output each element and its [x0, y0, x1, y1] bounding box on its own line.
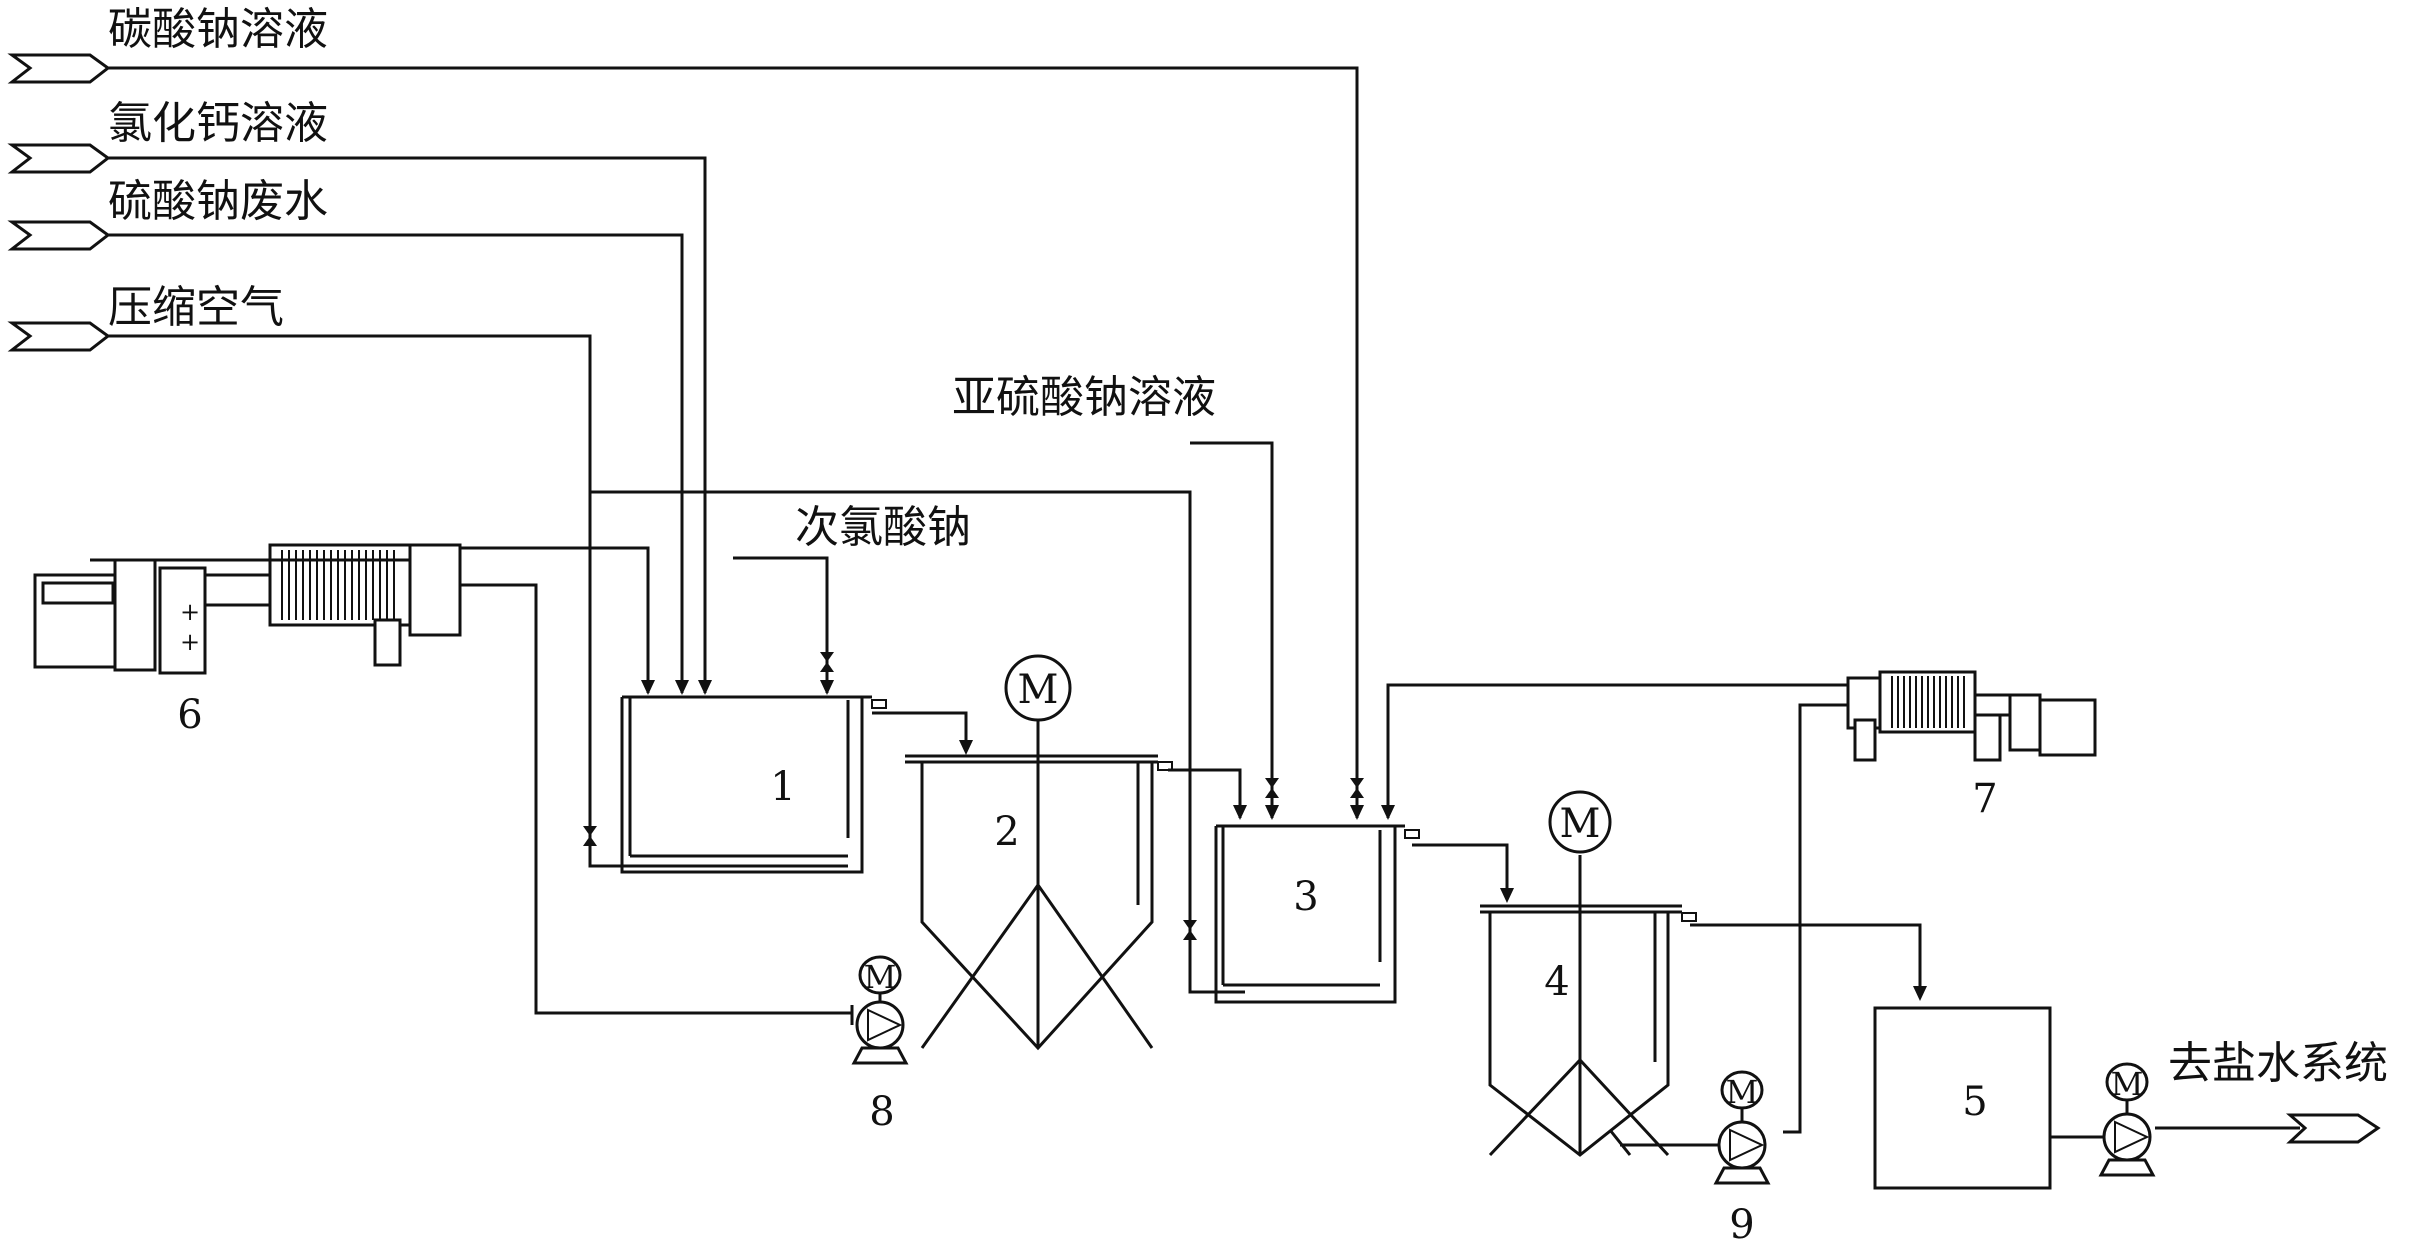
feed-arrow-sodium-sulfate	[7, 220, 111, 251]
svg-text:M: M	[1726, 1073, 1759, 1111]
pipe-reactor2-to-tank3	[1168, 768, 1242, 818]
pipe-pump9-to-filter7	[1783, 703, 1848, 1134]
motor-pump-9: M	[1720, 1070, 1764, 1111]
outlet-stub	[1608, 1129, 1632, 1156]
motor-pump-8: M	[858, 955, 902, 996]
arrow-head	[698, 680, 712, 695]
label-calcium-chloride: 氯化钙溶液	[108, 98, 328, 149]
label-reactor-2: 2	[994, 809, 1019, 855]
label-compressed-air: 压缩空气	[108, 282, 284, 333]
arrow-head	[1265, 805, 1279, 820]
svg-text:M: M	[864, 958, 897, 996]
pipe-sodium-sulfite	[1190, 441, 1274, 818]
pump-9[interactable]	[1713, 1105, 1771, 1185]
valve-icon[interactable]	[1265, 778, 1279, 798]
pipe-calcium-chloride	[108, 156, 707, 693]
svg-text:M: M	[1560, 801, 1601, 847]
pipe-filter7-return	[1386, 683, 1848, 818]
tank-5[interactable]	[1873, 1006, 2052, 1190]
arrow-head	[1350, 805, 1364, 820]
svg-text:+: +	[180, 598, 200, 626]
label-filter-press-6: 6	[177, 692, 202, 738]
svg-text:+: +	[180, 628, 200, 656]
label-reactor-4: 4	[1544, 959, 1569, 1005]
valve-icon[interactable]	[1350, 778, 1364, 798]
label-tank-1: 1	[770, 764, 795, 810]
reactor-2[interactable]	[905, 712, 1173, 1051]
motor-reactor-2: M	[1004, 654, 1072, 722]
outlet-arrow-desalination	[2285, 1113, 2381, 1144]
tank-1[interactable]	[620, 695, 887, 874]
label-pump-8: 8	[869, 1089, 894, 1135]
arrow-head	[675, 680, 689, 695]
pipe-pump8-to-filter6	[460, 583, 852, 1015]
label-sodium-carbonate: 碳酸钠溶液	[108, 4, 328, 55]
pipe-filter6-return	[420, 546, 650, 693]
svg-text:M: M	[1018, 667, 1059, 713]
pipe-sodium-carbonate	[108, 66, 1359, 818]
label-desalination-system: 去盐水系统	[2168, 1038, 2388, 1089]
valve-icon[interactable]	[1183, 920, 1197, 940]
label-sodium-sulfate-wastewater: 硫酸钠废水	[108, 176, 328, 227]
pipe-reactor4-to-tank5	[1690, 923, 1922, 998]
valve-icon[interactable]	[583, 826, 597, 846]
feed-arrow-compressed-air	[7, 321, 111, 352]
pipe-tank3-to-reactor4	[1412, 843, 1509, 900]
label-sodium-hypochlorite: 次氯酸钠	[795, 502, 971, 553]
label-filter-press-7: 7	[1972, 776, 1997, 822]
reactor-4[interactable]	[1480, 855, 1697, 1157]
arrow-head	[1913, 986, 1927, 1001]
arrow-head	[820, 680, 834, 695]
motor-reactor-4: M	[1548, 790, 1612, 854]
arrow-head	[1233, 805, 1247, 820]
filter-press-7[interactable]	[1846, 670, 2097, 762]
pipe-compressed-air	[108, 334, 848, 868]
valve-icon[interactable]	[820, 652, 834, 672]
arrow-head	[1381, 805, 1395, 820]
arrow-head	[641, 680, 655, 695]
label-tank-3: 3	[1293, 874, 1318, 920]
label-sodium-sulfite: 亚硫酸钠溶液	[952, 372, 1216, 423]
feed-arrow-calcium-chloride	[7, 143, 111, 174]
pipe-air-branch	[590, 490, 1245, 994]
pipe-sodium-hypochlorite	[733, 556, 829, 693]
tank-3[interactable]	[1214, 824, 1420, 1004]
pump-outlet[interactable]	[2098, 1097, 2156, 1177]
filter-press-6[interactable]: + +	[33, 543, 462, 675]
label-tank-5: 5	[1962, 1079, 1987, 1125]
label-pump-9: 9	[1729, 1202, 1754, 1246]
pump-8[interactable]	[850, 985, 909, 1065]
motor-pump-outlet: M	[2105, 1062, 2149, 1103]
arrow-head	[959, 740, 973, 755]
pipe-sodium-sulfate	[108, 233, 684, 693]
arrow-head	[1500, 888, 1514, 903]
feed-arrow-sodium-carbonate	[7, 53, 111, 84]
svg-text:M: M	[2111, 1065, 2144, 1103]
pipe-tank1-to-reactor2	[872, 711, 968, 752]
